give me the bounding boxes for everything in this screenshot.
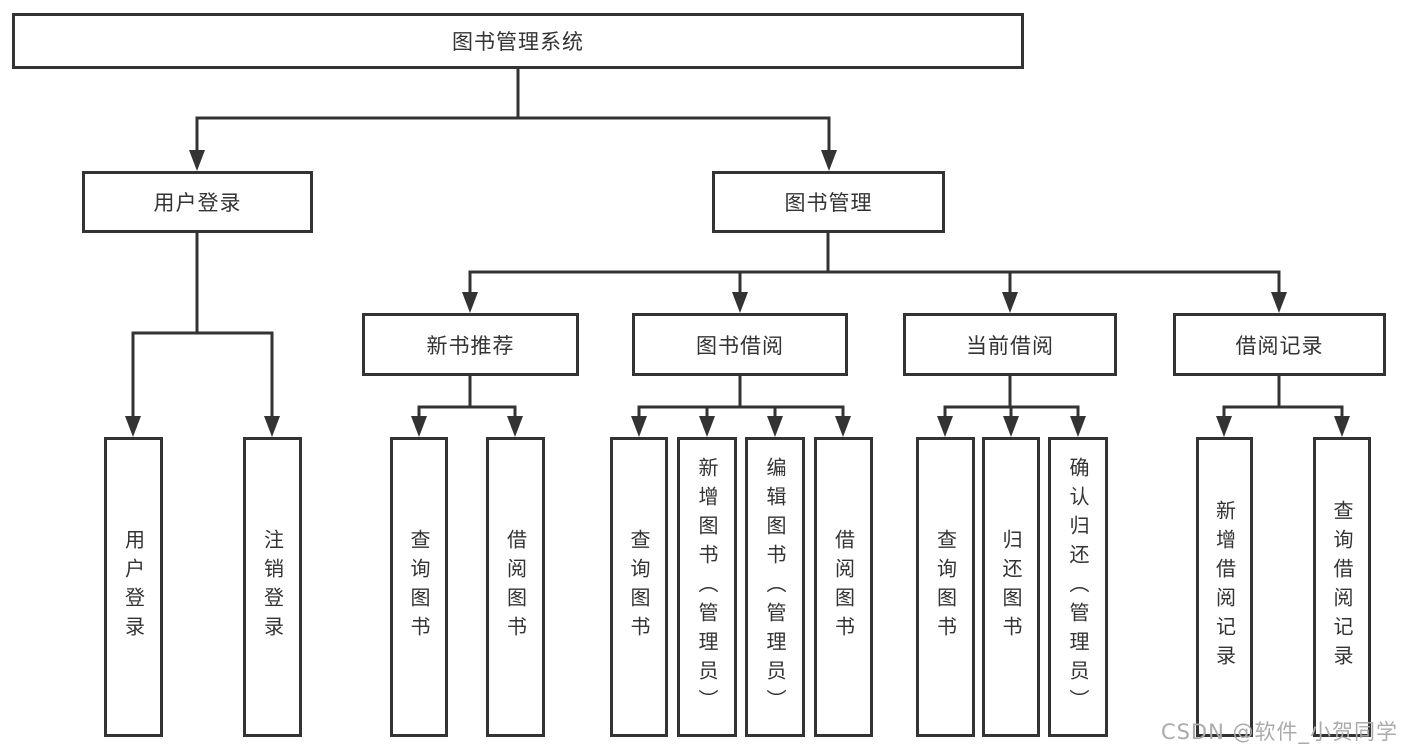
arrowhead [767, 416, 783, 437]
node-leaf-query-books-3: 查询图书 [916, 437, 975, 737]
arrowhead [835, 416, 851, 437]
connector-records-to-leaves [1222, 376, 1344, 418]
connector-management-to-level3 [468, 233, 1281, 294]
node-leaf-edit-books-admin: 编辑图书（管理员） [745, 437, 805, 737]
node-leaf-confirm-return-admin: 确认归还（管理员） [1048, 437, 1108, 737]
node-book-management: 图书管理 [712, 171, 945, 233]
node-new-book-recommend-label: 新书推荐 [426, 333, 515, 358]
node-leaf-label: 查询借阅记录 [1330, 500, 1354, 674]
node-current-borrow: 当前借阅 [903, 313, 1117, 376]
node-leaf-label: 查询图书 [407, 529, 431, 645]
node-leaf-borrow-books-2: 借阅图书 [814, 437, 873, 737]
node-book-borrow-label: 图书借阅 [696, 333, 784, 358]
arrowhead [1070, 416, 1086, 437]
arrowhead [507, 416, 523, 437]
arrowhead [264, 416, 280, 437]
arrowhead [937, 416, 953, 437]
node-book-management-label: 图书管理 [784, 191, 873, 215]
arrowhead [1334, 416, 1350, 437]
node-leaf-query-books-1: 查询图书 [390, 437, 448, 737]
node-book-borrow: 图书借阅 [632, 313, 848, 376]
arrowhead [1271, 292, 1287, 313]
arrowhead [732, 292, 748, 313]
node-leaf-label: 新增图书（管理员） [695, 456, 719, 718]
arrowhead [821, 150, 837, 171]
connector-newbook-to-leaves [417, 376, 517, 418]
node-leaf-query-books-2: 查询图书 [610, 437, 668, 737]
arrowhead [1003, 416, 1019, 437]
node-leaf-label: 新增借阅记录 [1212, 500, 1237, 674]
node-current-borrow-label: 当前借阅 [966, 333, 1054, 358]
node-leaf-add-books-admin: 新增图书（管理员） [677, 437, 737, 737]
node-leaf-label: 借阅图书 [831, 529, 856, 645]
connector-borrow-to-leaves [637, 376, 845, 418]
node-leaf-label: 借阅图书 [503, 529, 528, 645]
arrowhead [631, 416, 647, 437]
node-borrow-records-label: 借阅记录 [1235, 333, 1324, 358]
node-leaf-label: 用户登录 [121, 529, 146, 645]
node-leaf-return-books: 归还图书 [982, 437, 1040, 737]
node-leaf-label: 归还图书 [999, 529, 1023, 645]
watermark-text: CSDN @软件_小贺同学 [1160, 720, 1398, 744]
node-leaf-query-borrow-record: 查询借阅记录 [1313, 437, 1371, 737]
arrowhead [462, 292, 478, 313]
node-leaf-user-login: 用户登录 [104, 437, 163, 737]
node-new-book-recommend: 新书推荐 [362, 313, 579, 376]
node-leaf-logout: 注销登录 [243, 437, 302, 737]
connector-login-to-leaves [131, 233, 274, 418]
node-leaf-borrow-books-1: 借阅图书 [486, 437, 545, 737]
node-leaf-label: 编辑图书（管理员） [763, 456, 787, 718]
node-root-label: 图书管理系统 [452, 30, 584, 54]
node-leaf-add-borrow-record: 新增借阅记录 [1196, 437, 1253, 737]
node-leaf-label: 查询图书 [933, 529, 958, 645]
node-borrow-records: 借阅记录 [1173, 313, 1386, 376]
node-leaf-label: 注销登录 [260, 529, 285, 645]
arrowhead [1002, 292, 1018, 313]
node-root-system: 图书管理系统 [12, 13, 1024, 69]
node-user-login-label: 用户登录 [153, 191, 242, 215]
arrowhead [699, 416, 715, 437]
arrowhead [1216, 416, 1232, 437]
connector-current-to-leaves [943, 376, 1080, 418]
node-user-login: 用户登录 [82, 171, 313, 233]
arrowhead [189, 150, 205, 171]
node-leaf-label: 确认归还（管理员） [1066, 456, 1090, 718]
node-leaf-label: 查询图书 [627, 529, 651, 645]
arrowhead [125, 416, 141, 437]
connector-root-to-level2 [195, 69, 831, 152]
arrowhead [411, 416, 427, 437]
